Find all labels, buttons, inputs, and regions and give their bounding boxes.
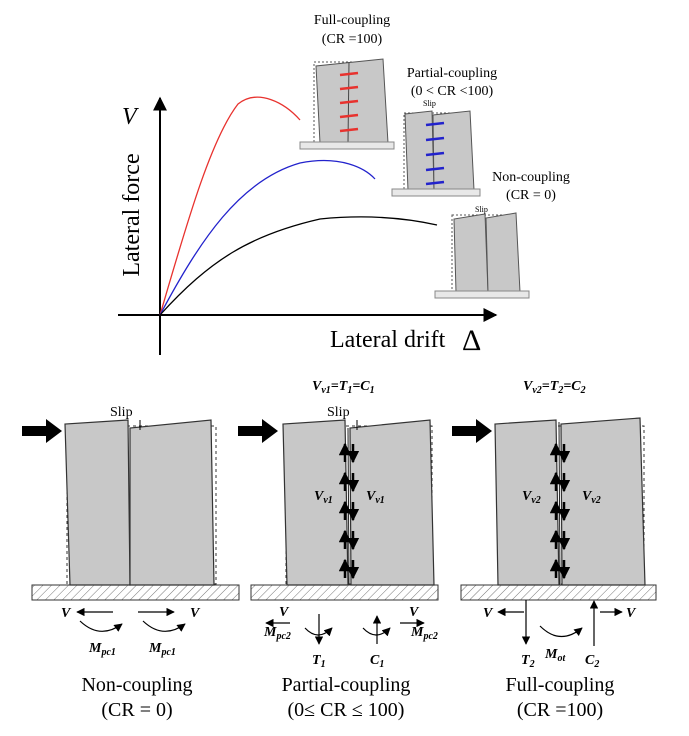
inset-full-connectors: [339, 71, 359, 133]
caption-title: Partial-coupling: [282, 674, 411, 696]
inset-full-coupling: Full-coupling (CR =100): [299, 13, 395, 150]
caption-title: Full-coupling: [506, 674, 615, 696]
inset-non-coupling: Non-coupling (CR = 0) Slip: [434, 170, 570, 299]
foundation: [460, 584, 657, 601]
moment-arrow-left: [304, 627, 333, 637]
load-arrow: [238, 419, 278, 443]
caption-title: Non-coupling: [81, 674, 192, 696]
moment-arrow-right: [362, 627, 391, 637]
joint-shear-label-left: Vv1: [314, 489, 333, 506]
panel-non-coupling: Slip V V Mpc1 Mpc1 Non-coupling (CR = 0): [22, 405, 240, 721]
shear-label-left: V: [483, 606, 494, 621]
caption-cr: (CR = 0): [101, 699, 172, 721]
inset-partial-coupling: Partial-coupling (0 < CR <100) Slip: [391, 66, 497, 197]
inset-partial-cr: (0 < CR <100): [411, 84, 494, 99]
joint-shear-arrows: [338, 442, 360, 580]
moment-label-left: Mpc1: [88, 641, 116, 658]
inset-non-slip: Slip: [475, 205, 488, 214]
wall-left: [64, 419, 131, 586]
inset-partial-slip: Slip: [423, 99, 436, 108]
wall-right: [129, 419, 215, 586]
joint-shear-arrows: [549, 442, 571, 580]
moment-arrow-left: [79, 620, 123, 632]
shear-label-right: V: [626, 606, 637, 621]
inset-full-cr: (CR =100): [322, 32, 383, 47]
inset-partial-wall-left: [404, 110, 435, 191]
force-drift-chart: V Lateral force Lateral drift Δ Full-cou…: [118, 13, 570, 357]
inset-non-wall-right: [485, 212, 521, 293]
caption-cr: (0≤ CR ≤ 100): [288, 699, 405, 721]
inset-non-base: [434, 290, 530, 299]
compression-label: C1: [370, 653, 384, 670]
shear-label-right: V: [409, 605, 420, 620]
slip-label: Slip: [110, 405, 133, 420]
inset-non-title: Non-coupling: [492, 170, 570, 185]
caption-cr: (CR =100): [517, 699, 603, 721]
x-axis-symbol: Δ: [462, 324, 481, 357]
y-axis-label: Lateral force: [119, 153, 145, 276]
overturning-moment-arrow: [539, 625, 583, 638]
wall-right: [560, 417, 646, 586]
inset-full-base: [299, 141, 395, 150]
joint-shear-label-left: Vv2: [522, 489, 541, 506]
compression-label: C2: [585, 653, 599, 670]
tension-label: T1: [312, 653, 326, 670]
load-arrow: [452, 419, 492, 443]
tension-label: T2: [521, 653, 535, 670]
non-coupling-curve: [159, 216, 438, 316]
foundation: [250, 584, 439, 601]
inset-non-wall-left: [453, 213, 489, 293]
inset-non-cr: (CR = 0): [506, 188, 556, 203]
inset-partial-connectors: [425, 121, 445, 186]
inset-partial-base: [391, 188, 481, 197]
slip-label: Slip: [327, 405, 350, 420]
load-arrow: [22, 419, 62, 443]
foundation: [31, 584, 240, 601]
shear-label-left: V: [61, 606, 72, 621]
full-coupling-curve: [159, 96, 301, 316]
joint-shear-label-right: Vv2: [582, 489, 601, 506]
equation: Vv2=T2=C2: [523, 379, 586, 396]
x-axis-label: Lateral drift: [330, 327, 446, 353]
wall-right: [349, 419, 435, 586]
inset-full-title: Full-coupling: [314, 13, 390, 28]
shear-label-right: V: [190, 606, 201, 621]
inset-partial-title: Partial-coupling: [407, 66, 497, 81]
joint-shear-label-right: Vv1: [366, 489, 385, 506]
panel-partial-coupling: Vv1=T1=C1 Slip Vv1 Vv1 V V Mpc2 T1 C1 Mp…: [238, 379, 439, 721]
partial-coupling-curve: [159, 159, 376, 316]
overturning-moment-label: Mot: [544, 647, 566, 664]
moment-label-right: Mpc1: [148, 641, 176, 658]
panel-full-coupling: Vv2=T2=C2 Vv2 Vv2 V T2 Mot C2 V Full-cou…: [452, 379, 657, 721]
shear-label-left: V: [279, 605, 290, 620]
moment-label-left: Mpc2: [263, 625, 291, 642]
equation: Vv1=T1=C1: [312, 379, 375, 396]
moment-arrow-right: [142, 620, 186, 632]
moment-label-right: Mpc2: [410, 625, 438, 642]
y-axis-symbol: V: [122, 104, 139, 130]
